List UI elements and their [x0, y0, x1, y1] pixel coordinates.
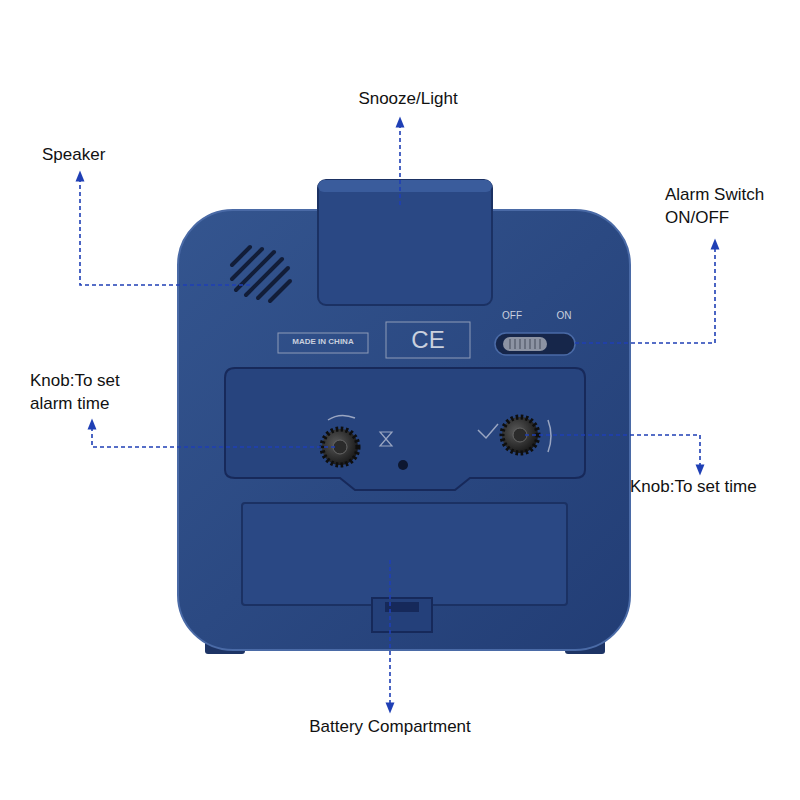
leader-line	[92, 424, 335, 447]
knob-hub	[513, 428, 527, 442]
callout-label: Knob:To set alarm time	[30, 370, 142, 416]
leader-line	[575, 244, 715, 343]
origin-mark: MADE IN CHINA	[292, 337, 353, 348]
speaker-grille	[232, 247, 290, 301]
dial-mark	[328, 415, 355, 420]
hourglass-mark	[380, 432, 392, 446]
knob-hub	[333, 440, 347, 454]
snooze-button	[318, 180, 492, 305]
battery-latch	[372, 598, 432, 632]
switch-text: ON	[557, 309, 572, 323]
switch-slot	[495, 333, 575, 355]
leader-lines	[80, 122, 715, 708]
ce-mark: CE	[411, 324, 444, 356]
battery-cover	[242, 503, 567, 605]
callout-label: Speaker	[42, 144, 105, 167]
reset-hole	[398, 460, 408, 470]
leader-line	[525, 435, 700, 470]
callout-label: Knob:To set time	[630, 476, 757, 499]
knob-panel	[225, 368, 585, 490]
dial-mark	[478, 424, 498, 438]
leader-line	[399, 122, 401, 205]
leader-line	[80, 176, 250, 285]
dial-mark	[548, 420, 551, 452]
label-frame	[278, 333, 368, 353]
label-frame	[386, 322, 470, 358]
switch-slider	[503, 337, 547, 351]
callout-label: Battery Compartment	[309, 716, 471, 739]
snooze-highlight	[318, 180, 492, 192]
switch-grip	[510, 339, 540, 349]
switch-text: OFF	[502, 309, 522, 323]
leader-line	[389, 560, 391, 708]
callout-label: Alarm Switch ON/OFF	[665, 184, 783, 230]
callout-label: Snooze/Light	[358, 88, 457, 111]
